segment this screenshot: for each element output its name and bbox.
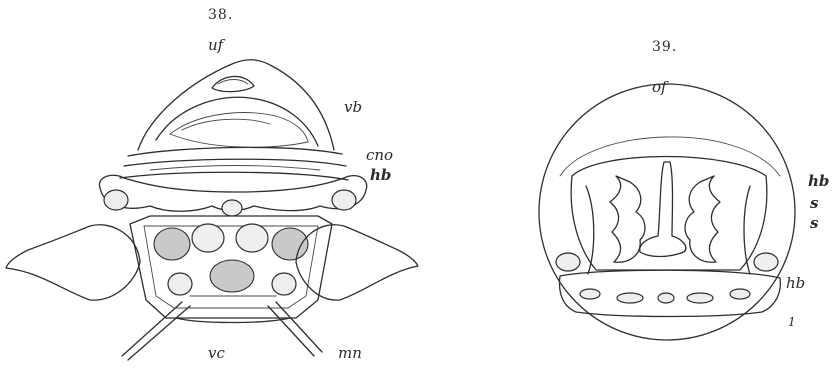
fig39-rim-lobe-right — [754, 253, 778, 271]
fig38-uf-inner — [218, 80, 248, 85]
fig38-cell-6 — [210, 260, 254, 292]
fig39-label-hb-upper: hb — [808, 174, 829, 189]
fig38-wing-left — [6, 225, 140, 300]
fig38-hb-lobe-left — [104, 190, 128, 210]
fig39-hb-cell-2 — [617, 293, 643, 303]
fig39-right-organ — [685, 176, 720, 262]
fig38-label-mn: mn — [338, 346, 362, 361]
fig38-cell-5 — [168, 273, 192, 295]
fig39-hb-cell-4 — [687, 293, 713, 303]
fig38-nerve-left — [122, 302, 190, 360]
fig38-label-vc: vc — [208, 346, 225, 361]
fig38-nerve-right — [268, 302, 322, 356]
fig38-label-uf: uf — [208, 38, 223, 53]
fig38-inner-lens-1 — [170, 113, 308, 148]
fig38-wing-right — [296, 225, 418, 300]
fig38-number: 38. — [208, 8, 233, 22]
fig39-left-organ — [610, 176, 645, 262]
fig38-cell-2 — [192, 224, 224, 252]
fig39-hb-cell-1 — [580, 289, 600, 299]
fig39-inner-capsule — [571, 157, 767, 271]
fig39-label-hb-lower: hb — [786, 276, 805, 291]
fig39-hb-cell-3 — [658, 293, 674, 303]
fig39-label-of: of — [652, 80, 667, 95]
fig38-center-knob — [222, 200, 242, 216]
fig39-hb-cell-5 — [730, 289, 750, 299]
fig38-label-vb: vb — [344, 100, 362, 115]
fig39-rim-lobe-left — [556, 253, 580, 271]
fig39-label-s-upper: s — [810, 196, 818, 211]
fig39-mark: 1 — [788, 316, 796, 328]
fig38-hb-lobe-right — [332, 190, 356, 210]
fig38-vc-bar — [176, 318, 290, 323]
fig38-cell-3 — [236, 224, 268, 252]
fig39-label-s-lower: s — [810, 216, 818, 231]
fig38-cell-4 — [272, 228, 308, 260]
fig38-cno-band-low — [120, 172, 348, 180]
fig38-cno-band-mid — [124, 159, 346, 166]
fig39-vessel-right — [744, 186, 750, 274]
fig38-cno-dash — [150, 166, 320, 171]
fig38-label-cno: cno — [366, 148, 393, 163]
fig39-central-t — [640, 162, 686, 257]
fig38-cno-band-top — [128, 147, 342, 156]
fig38-cell-1 — [154, 228, 190, 260]
fig38-dome-outline — [138, 60, 334, 150]
fig39-number: 39. — [652, 40, 677, 54]
figure-39-drawing — [539, 84, 795, 340]
fig38-cell-7 — [272, 273, 296, 295]
fig38-inner-arch — [156, 97, 318, 146]
fig38-label-hb: hb — [370, 168, 391, 183]
